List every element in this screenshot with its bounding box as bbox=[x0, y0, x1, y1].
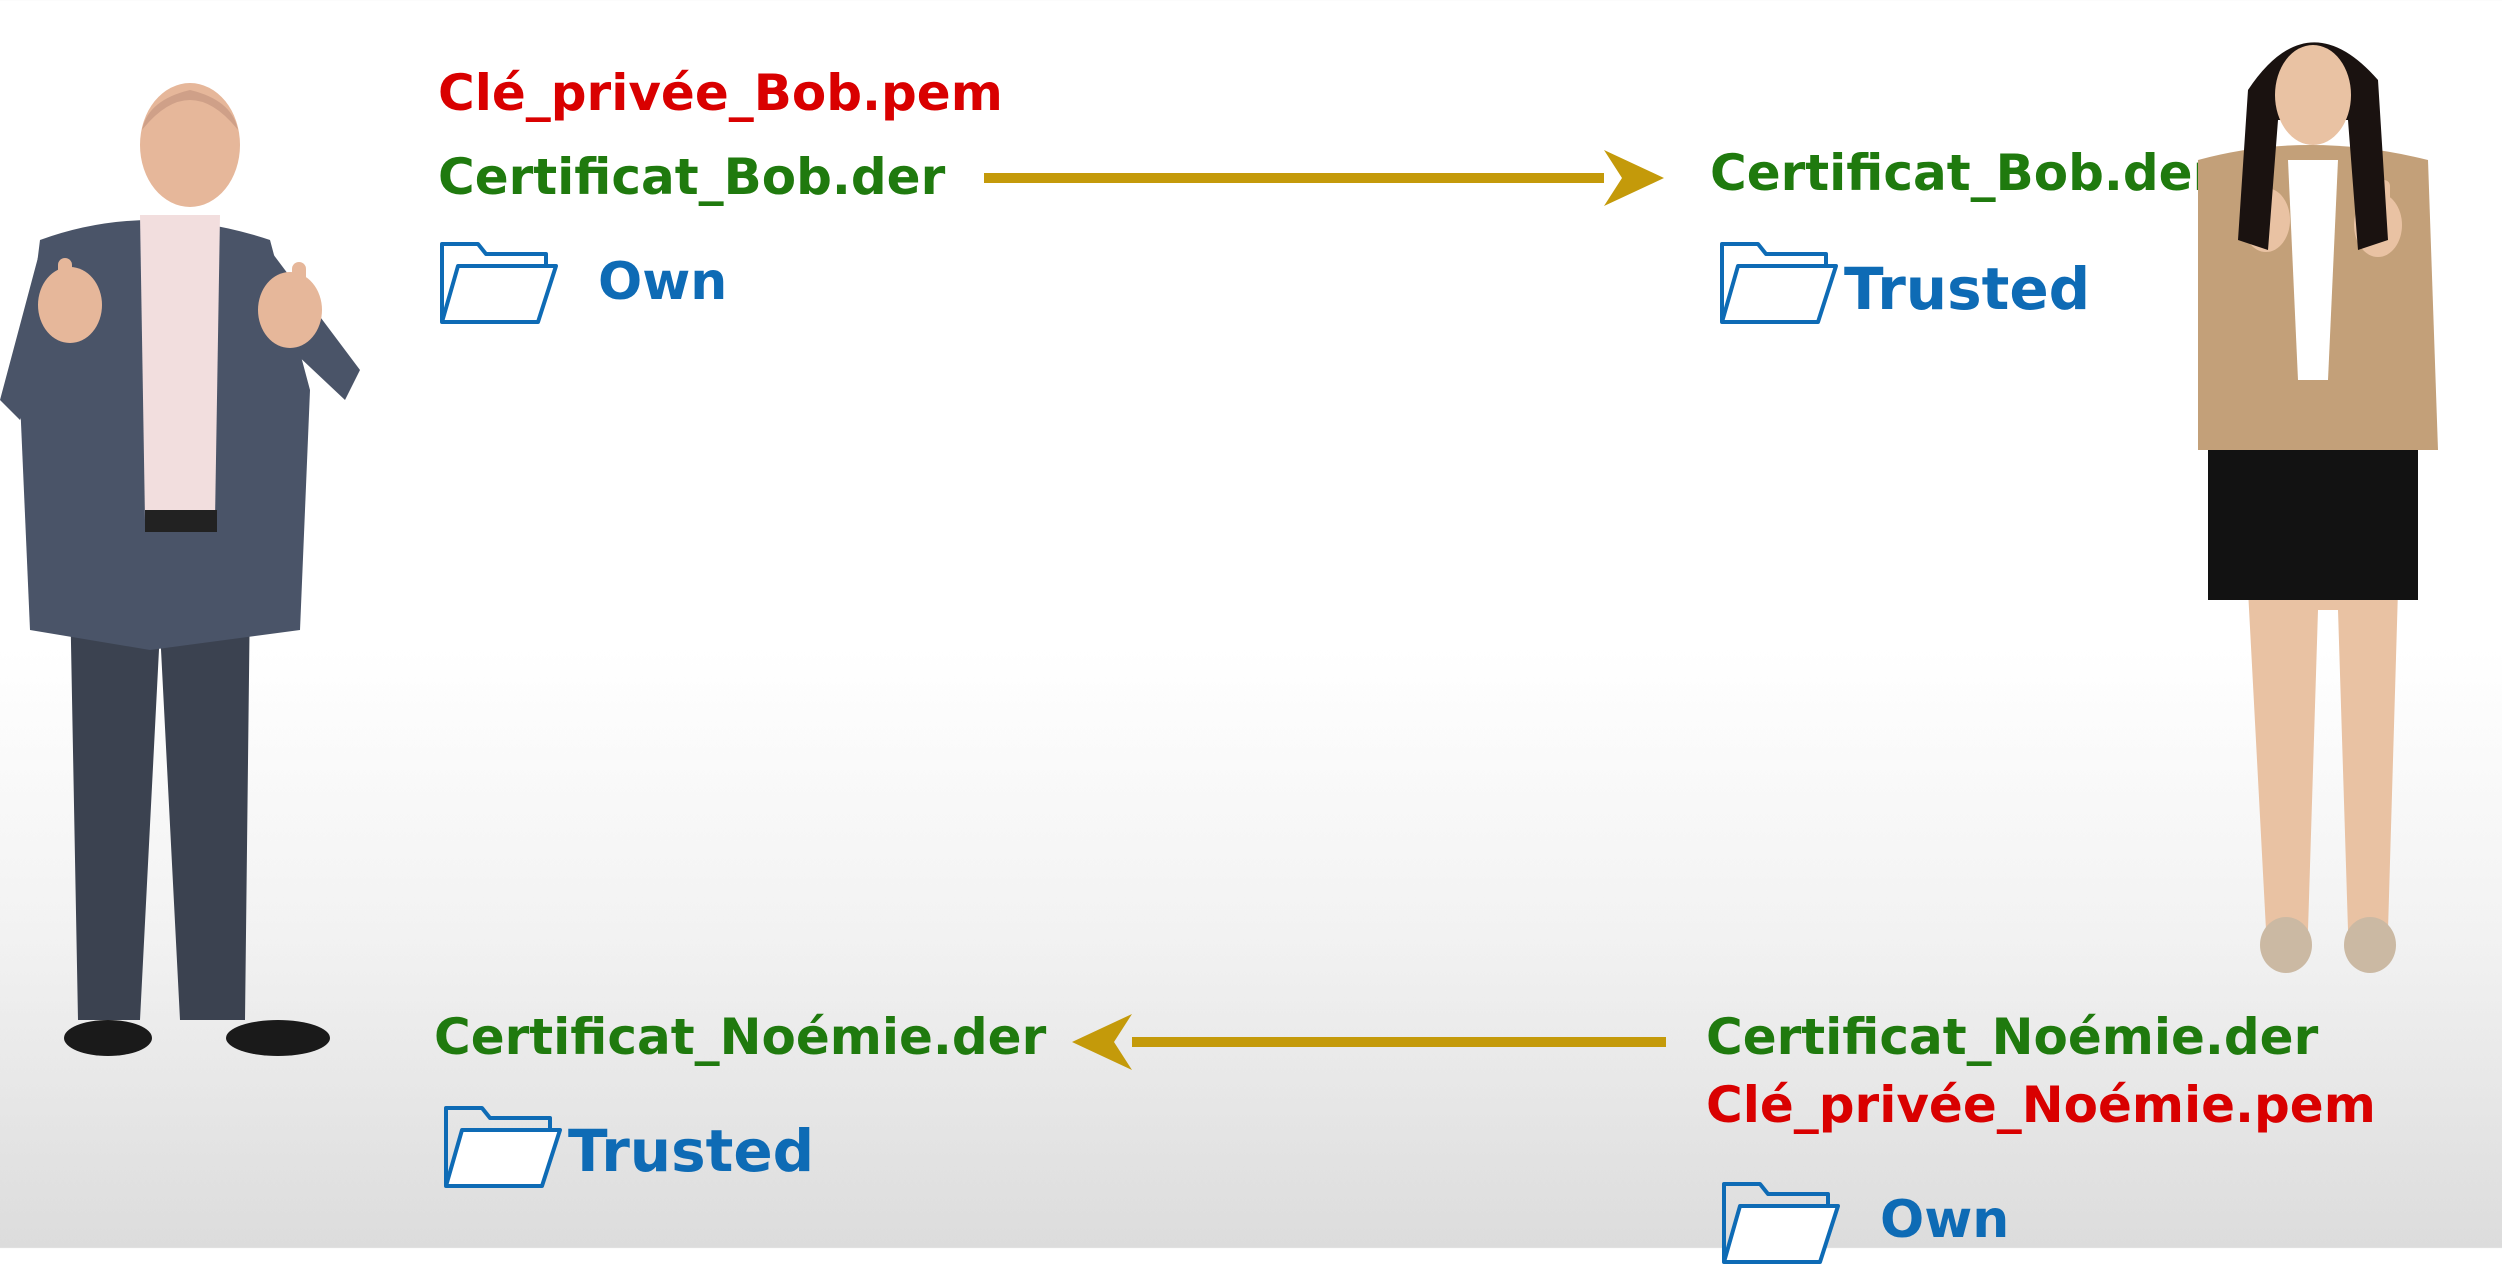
bob-certificate-label: Certificat_Bob.der bbox=[438, 148, 946, 206]
noemie-received-certificate-label: Certificat_Bob.der bbox=[1710, 144, 2218, 202]
noemie-private-key-label: Clé_privée_Noémie.pem bbox=[1706, 1076, 2376, 1134]
man-figure bbox=[0, 83, 360, 1056]
folder-icon bbox=[1722, 1182, 1840, 1264]
folder-icon bbox=[1720, 242, 1838, 324]
noemie-own-folder-label: Own bbox=[1880, 1190, 2010, 1250]
bob-own-folder-label: Own bbox=[598, 252, 728, 312]
noemie-certificate-label: Certificat_Noémie.der bbox=[1706, 1008, 2319, 1066]
folder-icon bbox=[444, 1106, 562, 1188]
arrow-right-icon bbox=[984, 150, 1664, 206]
woman-figure bbox=[2198, 42, 2438, 973]
arrow-left-icon bbox=[1072, 1014, 1666, 1070]
noemie-trusted-folder-label: Trusted bbox=[1844, 255, 2091, 323]
bob-received-certificate-label: Certificat_Noémie.der bbox=[434, 1008, 1047, 1066]
bob-private-key-label: Clé_privée_Bob.pem bbox=[438, 64, 1003, 122]
folder-icon bbox=[440, 242, 558, 324]
bob-trusted-folder-label: Trusted bbox=[568, 1117, 815, 1185]
